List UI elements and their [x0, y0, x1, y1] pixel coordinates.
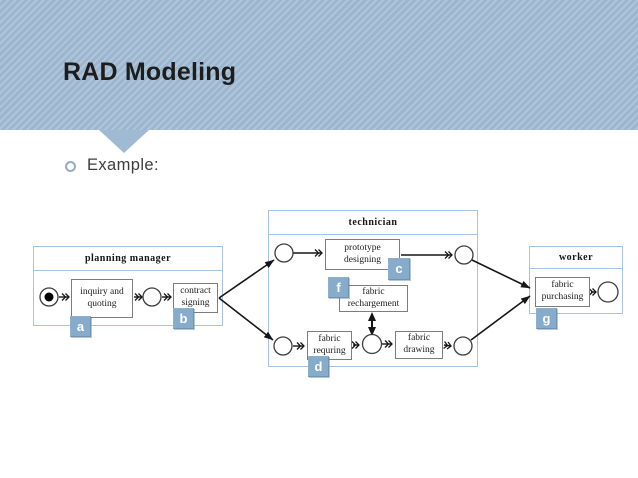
bullet-circle-icon	[65, 161, 76, 172]
role-title-worker: worker	[530, 247, 622, 269]
bullet-label: Example:	[87, 156, 159, 174]
activity-fabric-requiring: fabric requring	[307, 331, 352, 360]
role-title-planning-manager: planning manager	[34, 247, 222, 271]
arrow-contract-to-technician-top	[218, 259, 275, 299]
callout-f: f	[328, 277, 349, 298]
activity-inquiry-and-quoting: inquiry and quoting	[71, 279, 133, 318]
callout-b: b	[173, 308, 194, 329]
callout-d: d	[308, 356, 329, 377]
slide-title: RAD Modeling	[63, 58, 237, 86]
callout-c: c	[388, 258, 410, 280]
callout-g: g	[536, 308, 557, 329]
header-notch	[99, 130, 149, 153]
arrow-contract-to-technician-bottom	[218, 297, 274, 341]
header-band	[0, 0, 638, 130]
arrow-technician-bottom-to-worker	[470, 295, 531, 341]
callout-a: a	[70, 316, 91, 337]
role-title-technician: technician	[269, 211, 477, 235]
activity-prototype-designing: prototype designing	[325, 239, 400, 270]
activity-fabric-purchasing: fabric purchasing	[535, 277, 590, 307]
activity-fabric-rechargement: fabric rechargement	[339, 285, 408, 312]
arrow-technician-top-to-worker	[471, 259, 531, 289]
activity-fabric-drawing: fabric drawing	[395, 331, 443, 359]
